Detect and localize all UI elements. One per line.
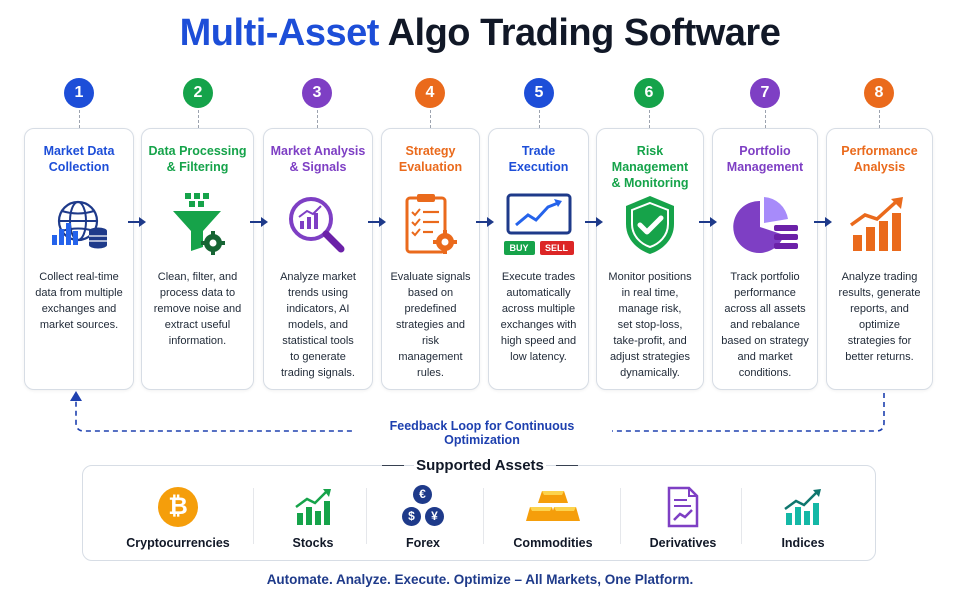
step-7-badge: 7 xyxy=(750,78,780,108)
step-card-risk-management: Risk Management & Monitoring Monitor pos… xyxy=(596,128,704,390)
step-3-badge: 3 xyxy=(302,78,332,108)
step-title: Market Data Collection xyxy=(43,144,115,174)
connector xyxy=(430,110,431,128)
step-title: Risk Management & Monitoring xyxy=(611,144,689,190)
asset-label: Forex xyxy=(405,536,441,550)
step-title: Trade Execution xyxy=(508,144,569,174)
growth-chart-icon xyxy=(827,189,932,261)
step-description: Analyze market trends using indicators, … xyxy=(280,271,356,379)
asset-cryptocurrencies: ₿ Cryptocurrencies xyxy=(113,466,243,562)
step-description: Analyze trading results, generate report… xyxy=(838,271,921,363)
flow-arrow-icon xyxy=(250,217,268,227)
supported-assets-heading: Supported Assets xyxy=(0,457,960,474)
title-highlight: Multi-Asset xyxy=(179,12,380,54)
flow-arrow-icon xyxy=(476,217,494,227)
connector xyxy=(198,110,199,128)
step-card-performance-analysis: Performance Analysis Analyze trading res… xyxy=(826,128,933,390)
flow-arrow-icon xyxy=(814,217,832,227)
flow-arrow-icon xyxy=(368,217,386,227)
step-title: Data Processing & Filtering xyxy=(148,144,247,174)
feedback-loop-line xyxy=(70,391,885,432)
step-8-badge: 8 xyxy=(864,78,894,108)
step-description: Evaluate signals based on predefined str… xyxy=(390,271,471,379)
asset-label: Derivatives xyxy=(649,536,717,550)
divider xyxy=(741,488,742,544)
step-description: Monitor positions in real time, manage r… xyxy=(608,271,692,379)
asset-forex: € $ ¥ Forex xyxy=(373,466,473,562)
flow-arrow-icon xyxy=(585,217,603,227)
connector xyxy=(539,110,540,128)
title-rest: Algo Trading Software xyxy=(387,12,781,54)
connector xyxy=(317,110,318,128)
step-6-badge: 6 xyxy=(634,78,664,108)
asset-commodities: Commodities xyxy=(488,466,618,562)
step-description: Clean, filter, and process data to remov… xyxy=(153,271,242,347)
heading-rule xyxy=(382,464,405,467)
step-description: Track portfolio performance across all a… xyxy=(721,271,809,379)
gold-bars-icon xyxy=(488,486,618,528)
connector xyxy=(879,110,880,128)
feedback-loop-label: Feedback Loop for Continuous Optimizatio… xyxy=(352,419,612,447)
flow-arrow-icon xyxy=(699,217,717,227)
flow-arrow-icon xyxy=(128,217,146,227)
clipboard-checklist-icon xyxy=(382,189,479,261)
connector xyxy=(79,110,80,128)
currency-exchange-icon: € $ ¥ xyxy=(373,485,473,528)
step-2-badge: 2 xyxy=(183,78,213,108)
step-card-strategy-evaluation: Strategy Evaluation Evaluate signals bas… xyxy=(381,128,480,390)
page-title: Multi-Asset Algo Trading Software xyxy=(0,12,960,55)
step-description: Collect real-time data from multiple exc… xyxy=(35,271,123,331)
pie-chart-icon xyxy=(713,189,817,261)
step-description: Execute trades automatically across mult… xyxy=(500,271,577,363)
stocks-chart-icon xyxy=(263,486,363,528)
heading-rule xyxy=(555,464,578,467)
divider xyxy=(620,488,621,544)
filter-funnel-icon xyxy=(142,189,253,261)
step-5-badge: 5 xyxy=(524,78,554,108)
magnifier-chart-icon xyxy=(264,189,372,261)
shield-check-icon xyxy=(597,189,703,261)
step-1-badge: 1 xyxy=(64,78,94,108)
asset-label: Commodities xyxy=(513,536,593,550)
divider xyxy=(483,488,484,544)
bitcoin-icon: ₿ xyxy=(113,486,243,528)
step-card-market-data: Market Data Collection Collect real-time… xyxy=(24,128,134,390)
asset-derivatives: Derivatives xyxy=(628,466,738,562)
step-card-data-processing: Data Processing & Filtering Clean, filte… xyxy=(141,128,254,390)
supported-assets-panel: ₿ Cryptocurrencies Stocks € $ ¥ Forex xyxy=(82,465,876,561)
step-4-badge: 4 xyxy=(415,78,445,108)
asset-label: Indices xyxy=(781,536,825,550)
divider xyxy=(253,488,254,544)
step-title: Performance Analysis xyxy=(841,144,918,174)
contract-document-icon xyxy=(628,486,738,528)
step-title: Strategy Evaluation xyxy=(398,144,463,174)
step-title: Market Analysis & Signals xyxy=(270,144,366,174)
globe-database-icon xyxy=(25,189,133,261)
index-chart-icon xyxy=(753,486,853,528)
step-card-trade-execution: Trade Execution BUY SELL Execute trades … xyxy=(488,128,589,390)
step-card-portfolio-management: Portfolio Management Track portfolio per… xyxy=(712,128,818,390)
asset-stocks: Stocks xyxy=(263,466,363,562)
asset-indices: Indices xyxy=(753,466,853,562)
buy-button: BUY xyxy=(503,241,535,255)
trading-monitor-icon: BUY SELL xyxy=(489,189,588,261)
connector xyxy=(765,110,766,128)
sell-button: SELL xyxy=(539,241,574,255)
divider xyxy=(366,488,367,544)
step-title: Portfolio Management xyxy=(726,144,804,174)
tagline: Automate. Analyze. Execute. Optimize – A… xyxy=(266,572,694,587)
asset-label: Stocks xyxy=(292,536,334,550)
connector xyxy=(649,110,650,128)
step-card-market-analysis: Market Analysis & Signals Analyze market… xyxy=(263,128,373,390)
asset-label: Cryptocurrencies xyxy=(126,536,230,550)
